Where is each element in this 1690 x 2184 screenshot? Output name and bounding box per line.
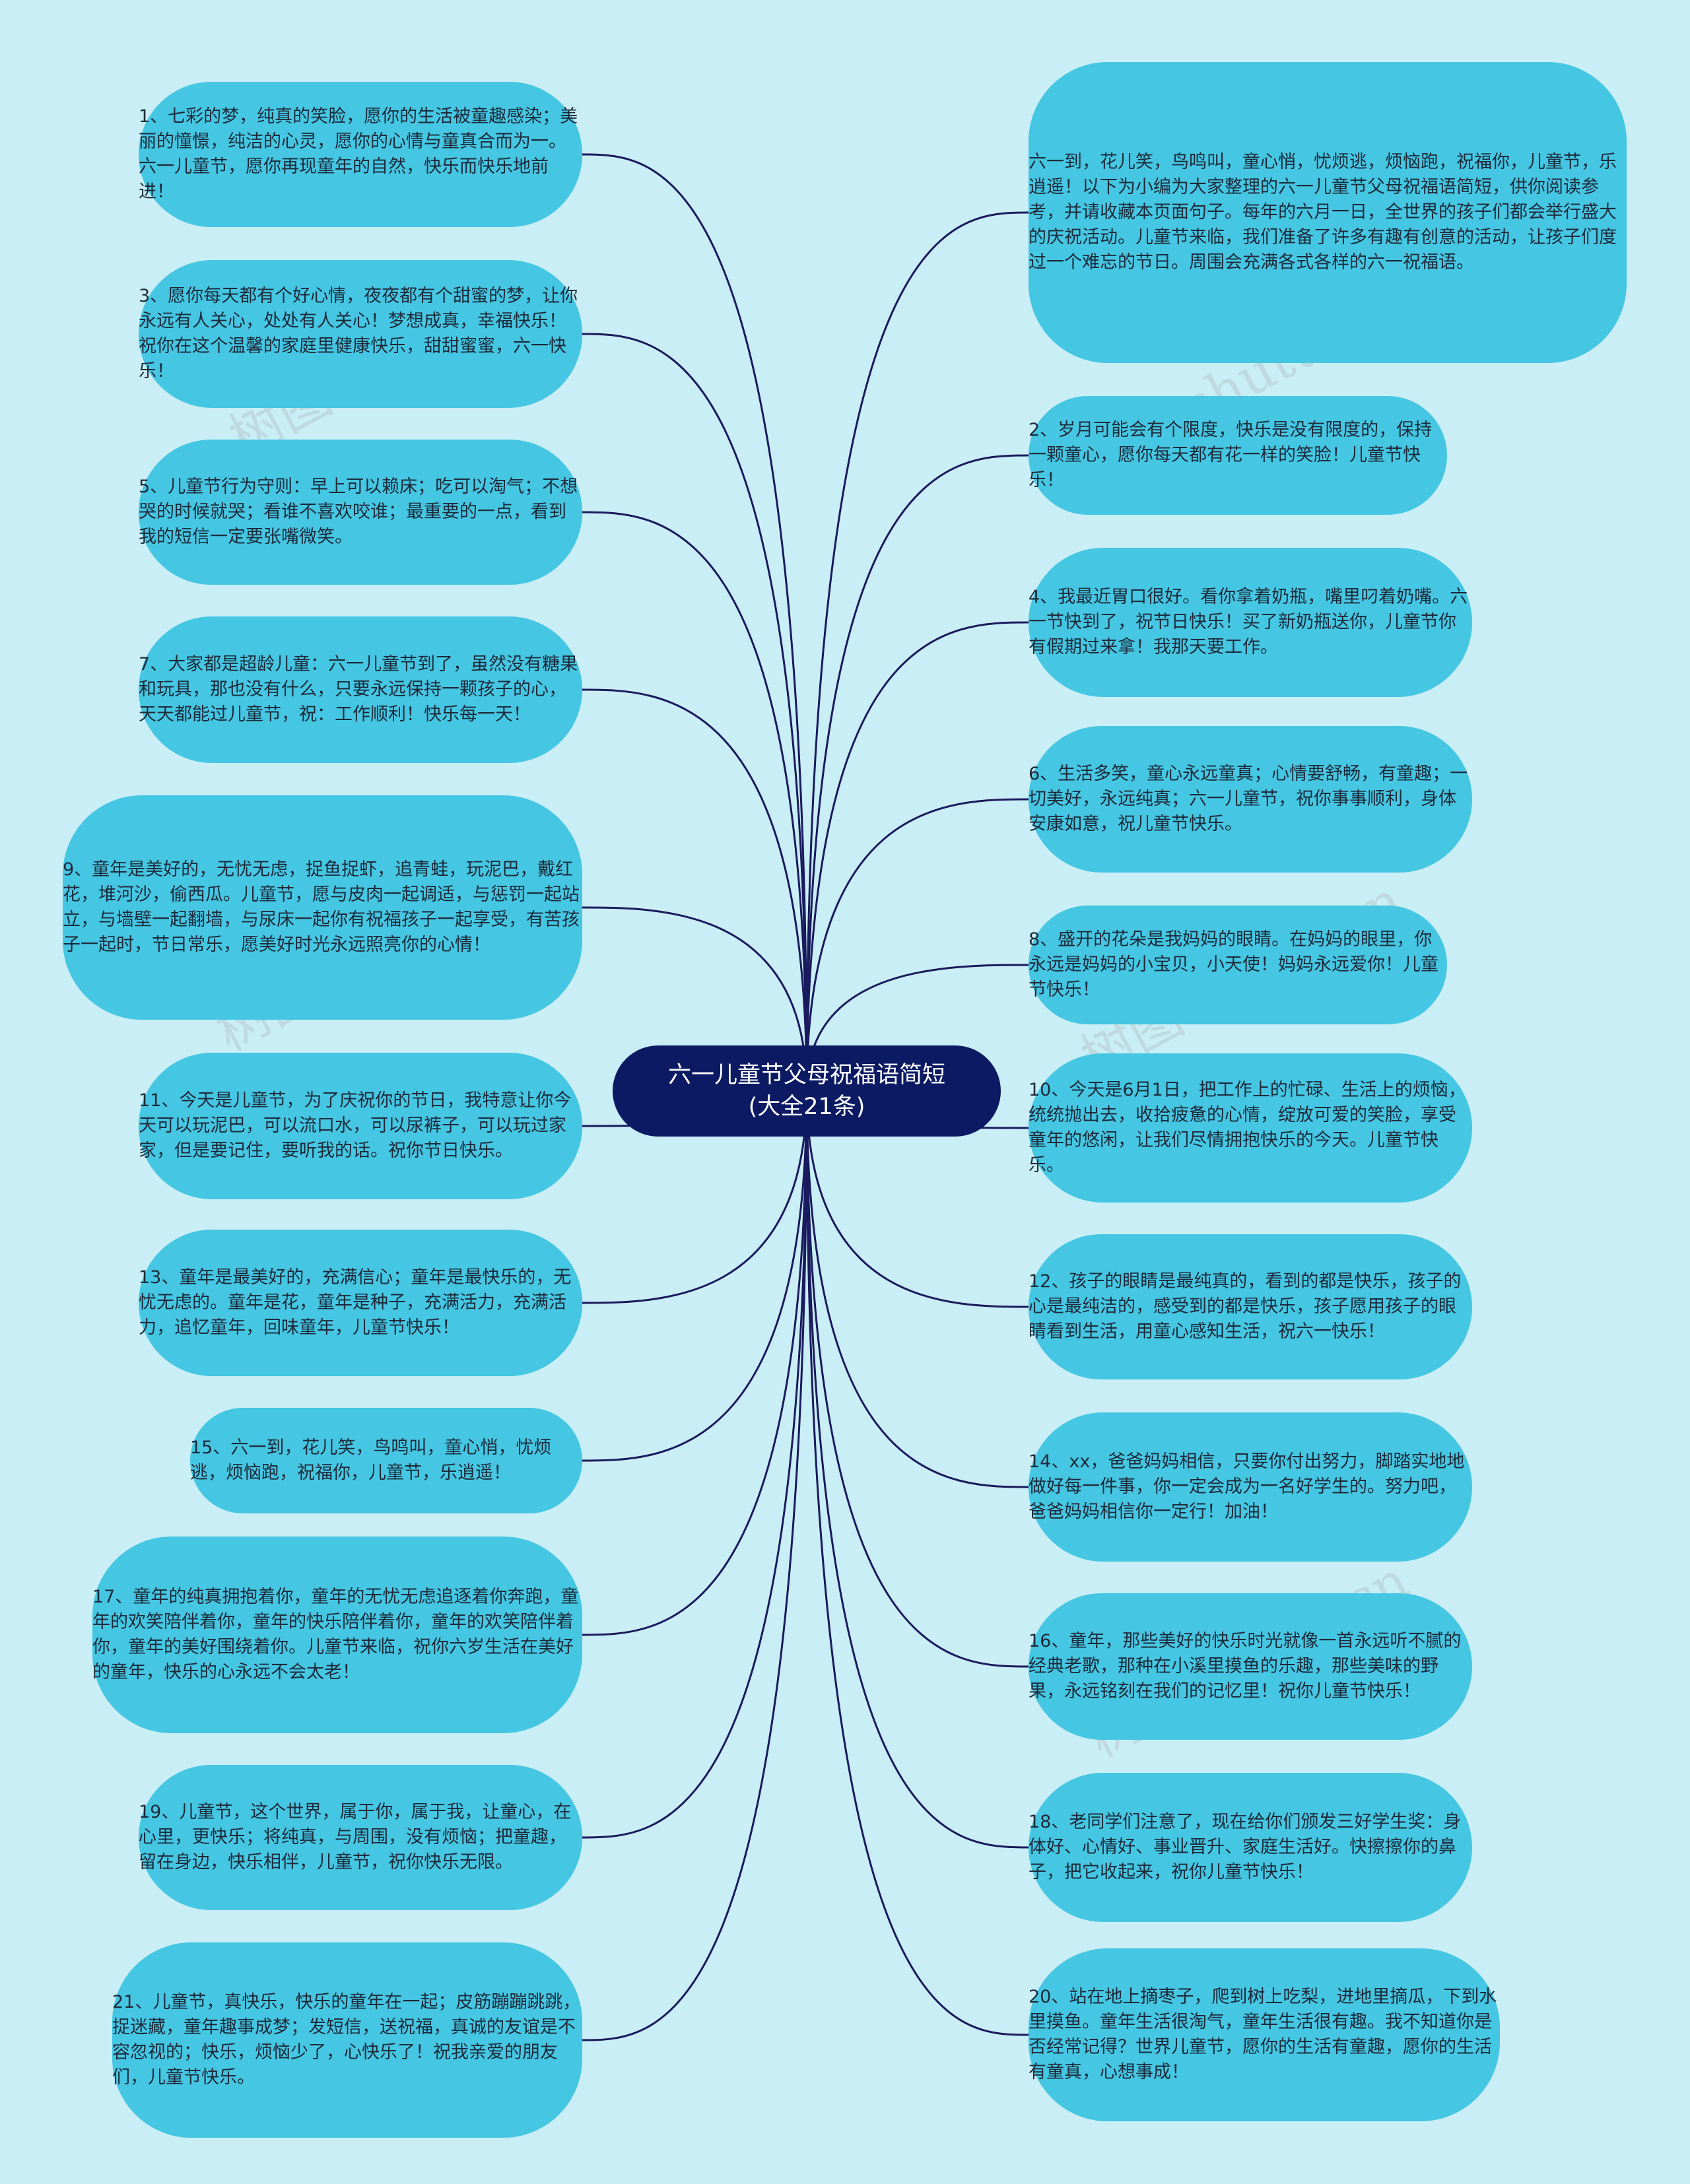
- node-text: 17、童年的纯真拥抱着你，童年的无忧无虑追逐着你奔跑，童年的欢笑陪伴着你，童年的…: [92, 1587, 579, 1682]
- node-text: 9、童年是美好的，无忧无虑，捉鱼捉虾，追青蛙，玩泥巴，戴红花，堆河沙，偷西瓜。儿…: [63, 859, 580, 955]
- connector-line: [582, 153, 808, 1092]
- node-text: 18、老同学们注意了，现在给你们颁发三好学生奖：身体好、心情好、事业晋升、家庭生…: [1029, 1812, 1462, 1882]
- node-text: 20、站在地上摘枣子，爬到树上吃梨，进地里摘瓜，下到水里摸鱼。童年生活很淘气，童…: [1029, 1987, 1497, 2082]
- left-branch-node[interactable]: 21、儿童节，真快乐，快乐的童年在一起；皮筋蹦蹦跳跳，捉迷藏，童年趣事成梦；发短…: [112, 1942, 582, 2138]
- right-branch-node[interactable]: 六一到，花儿笑，鸟鸣叫，童心悄，忧烦逃，烦恼跑，祝福你，儿童节，乐逍遥！以下为小…: [1029, 62, 1627, 363]
- left-branch-node[interactable]: 1、七彩的梦，纯真的笑脸，愿你的生活被童趣感染；美丽的憧憬，纯洁的心灵，愿你的心…: [139, 82, 582, 227]
- connector-line: [805, 798, 1029, 1092]
- right-branch-node[interactable]: 10、今天是6月1日，把工作上的忙碌、生活上的烦恼，统统抛出去，收拾疲惫的心情，…: [1029, 1053, 1472, 1203]
- node-text: 10、今天是6月1日，把工作上的忙碌、生活上的烦恼，统统抛出去，收拾疲惫的心情，…: [1029, 1080, 1466, 1175]
- connector-line: [582, 511, 808, 1092]
- left-branch-node[interactable]: 11、今天是儿童节，为了庆祝你的节日，我特意让你今天可以玩泥巴，可以流口水，可以…: [139, 1053, 582, 1199]
- right-branch-node[interactable]: 14、xx，爸爸妈妈相信，只要你付出努力，脚踏实地地做好每一件事，你一定会成为一…: [1029, 1412, 1472, 1562]
- connector-line: [805, 621, 1029, 1092]
- node-text: 12、孩子的眼睛是最纯真的，看到的都是快乐，孩子的心是最纯洁的，感受到的都是快乐…: [1029, 1271, 1462, 1342]
- node-text: 1、七彩的梦，纯真的笑脸，愿你的生活被童趣感染；美丽的憧憬，纯洁的心灵，愿你的心…: [139, 106, 578, 202]
- right-branch-node[interactable]: 8、盛开的花朵是我妈妈的眼睛。在妈妈的眼里，你永远是妈妈的小宝贝，小天使！妈妈永…: [1029, 906, 1447, 1024]
- connector-line: [582, 1090, 808, 2041]
- node-text: 5、儿童节行为守则：早上可以赖床；吃可以淘气；不想哭的时候就哭；看谁不喜欢咬谁；…: [139, 477, 578, 547]
- node-text: 3、愿你每天都有个好心情，夜夜都有个甜蜜的梦，让你永远有人关心，处处有人关心！梦…: [139, 286, 578, 381]
- node-text: 16、童年，那些美好的快乐时光就像一首永远听不腻的经典老歌，那种在小溪里摸鱼的乐…: [1029, 1631, 1462, 1702]
- left-branch-node[interactable]: 5、儿童节行为守则：早上可以赖床；吃可以淘气；不想哭的时候就哭；看谁不喜欢咬谁；…: [139, 440, 582, 585]
- connector-line: [805, 1090, 1029, 1668]
- node-text: 13、童年是最美好的，充满信心；童年是最快乐的，无忧无虑的。童年是花，童年是种子…: [139, 1267, 572, 1338]
- connector-line: [805, 1090, 1029, 1308]
- node-text: 11、今天是儿童节，为了庆祝你的节日，我特意让你今天可以玩泥巴，可以流口水，可以…: [139, 1090, 572, 1161]
- left-branch-node[interactable]: 15、六一到，花儿笑，鸟鸣叫，童心悄，忧烦逃，烦恼跑，祝福你，儿童节，乐逍遥！: [190, 1408, 582, 1513]
- node-text: 2、岁月可能会有个限度，快乐是没有限度的，保持一颗童心，愿你每天都有花一样的笑脸…: [1029, 420, 1433, 490]
- connector-line: [582, 688, 808, 1092]
- connector-line: [582, 906, 808, 1092]
- connector-line: [805, 1090, 1029, 2036]
- connector-line: [582, 1090, 808, 1839]
- connector-line: [805, 1090, 1029, 1488]
- left-branch-node[interactable]: 9、童年是美好的，无忧无虑，捉鱼捉虾，追青蛙，玩泥巴，戴红花，堆河沙，偷西瓜。儿…: [63, 795, 582, 1020]
- right-branch-node[interactable]: 6、生活多笑，童心永远童真；心情要舒畅，有童趣；一切美好，永远纯真；六一儿童节，…: [1029, 726, 1472, 873]
- node-text: 8、盛开的花朵是我妈妈的眼睛。在妈妈的眼里，你永远是妈妈的小宝贝，小天使！妈妈永…: [1029, 929, 1438, 1000]
- connector-line: [805, 211, 1029, 1092]
- node-text: 21、儿童节，真快乐，快乐的童年在一起；皮筋蹦蹦跳跳，捉迷藏，童年趣事成梦；发短…: [112, 1992, 581, 2088]
- left-branch-node[interactable]: 17、童年的纯真拥抱着你，童年的无忧无虑追逐着你奔跑，童年的欢笑陪伴着你，童年的…: [92, 1537, 582, 1733]
- connector-line: [805, 454, 1029, 1092]
- node-text: 7、大家都是超龄儿童：六一儿童节到了，虽然没有糖果和玩具，那也没有什么，只要永远…: [139, 654, 578, 725]
- right-branch-node[interactable]: 4、我最近胃口很好。看你拿着奶瓶，嘴里叼着奶嘴。六一节快到了，祝节日快乐！买了新…: [1029, 548, 1472, 697]
- node-text: 六一到，花儿笑，鸟鸣叫，童心悄，忧烦逃，烦恼跑，祝福你，儿童节，乐逍遥！以下为小…: [1029, 152, 1617, 273]
- left-branch-node[interactable]: 7、大家都是超龄儿童：六一儿童节到了，虽然没有糖果和玩具，那也没有什么，只要永远…: [139, 616, 582, 763]
- right-branch-node[interactable]: 16、童年，那些美好的快乐时光就像一首永远听不腻的经典老歌，那种在小溪里摸鱼的乐…: [1029, 1593, 1472, 1740]
- right-branch-node[interactable]: 2、岁月可能会有个限度，快乐是没有限度的，保持一颗童心，愿你每天都有花一样的笑脸…: [1029, 396, 1447, 515]
- connector-line: [582, 1090, 808, 1304]
- node-text: 6、生活多笑，童心永远童真；心情要舒畅，有童趣；一切美好，永远纯真；六一儿童节，…: [1029, 764, 1468, 834]
- node-text: 4、我最近胃口很好。看你拿着奶瓶，嘴里叼着奶嘴。六一节快到了，祝节日快乐！买了新…: [1029, 587, 1468, 657]
- node-text: 14、xx，爸爸妈妈相信，只要你付出努力，脚踏实地地做好每一件事，你一定会成为一…: [1029, 1451, 1465, 1522]
- left-branch-node[interactable]: 19、儿童节，这个世界，属于你，属于我，让童心，在心里，更快乐；将纯真，与周围，…: [139, 1765, 582, 1910]
- left-branch-node[interactable]: 3、愿你每天都有个好心情，夜夜都有个甜蜜的梦，让你永远有人关心，处处有人关心！梦…: [139, 260, 582, 408]
- node-text: 15、六一到，花儿笑，鸟鸣叫，童心悄，忧烦逃，烦恼跑，祝福你，儿童节，乐逍遥！: [190, 1438, 552, 1483]
- right-branch-node[interactable]: 12、孩子的眼睛是最纯真的，看到的都是快乐，孩子的心是最纯洁的，感受到的都是快乐…: [1029, 1234, 1472, 1379]
- right-branch-node[interactable]: 20、站在地上摘枣子，爬到树上吃梨，进地里摘瓜，下到水里摸鱼。童年生活很淘气，童…: [1029, 1948, 1500, 2121]
- right-branch-node[interactable]: 18、老同学们注意了，现在给你们颁发三好学生奖：身体好、心情好、事业晋升、家庭生…: [1029, 1773, 1472, 1922]
- root-node[interactable]: 六一儿童节父母祝福语简短(大全21条): [613, 1045, 1001, 1137]
- root-title: 六一儿童节父母祝福语简短(大全21条): [667, 1062, 945, 1120]
- connector-line: [582, 1090, 808, 1462]
- connector-line: [805, 1090, 1029, 1849]
- connector-line: [582, 1090, 808, 1636]
- left-branch-node[interactable]: 13、童年是最美好的，充满信心；童年是最快乐的，无忧无虑的。童年是花，童年是种子…: [139, 1230, 582, 1376]
- node-text: 19、儿童节，这个世界，属于你，属于我，让童心，在心里，更快乐；将纯真，与周围，…: [139, 1802, 572, 1872]
- connector-line: [582, 333, 808, 1092]
